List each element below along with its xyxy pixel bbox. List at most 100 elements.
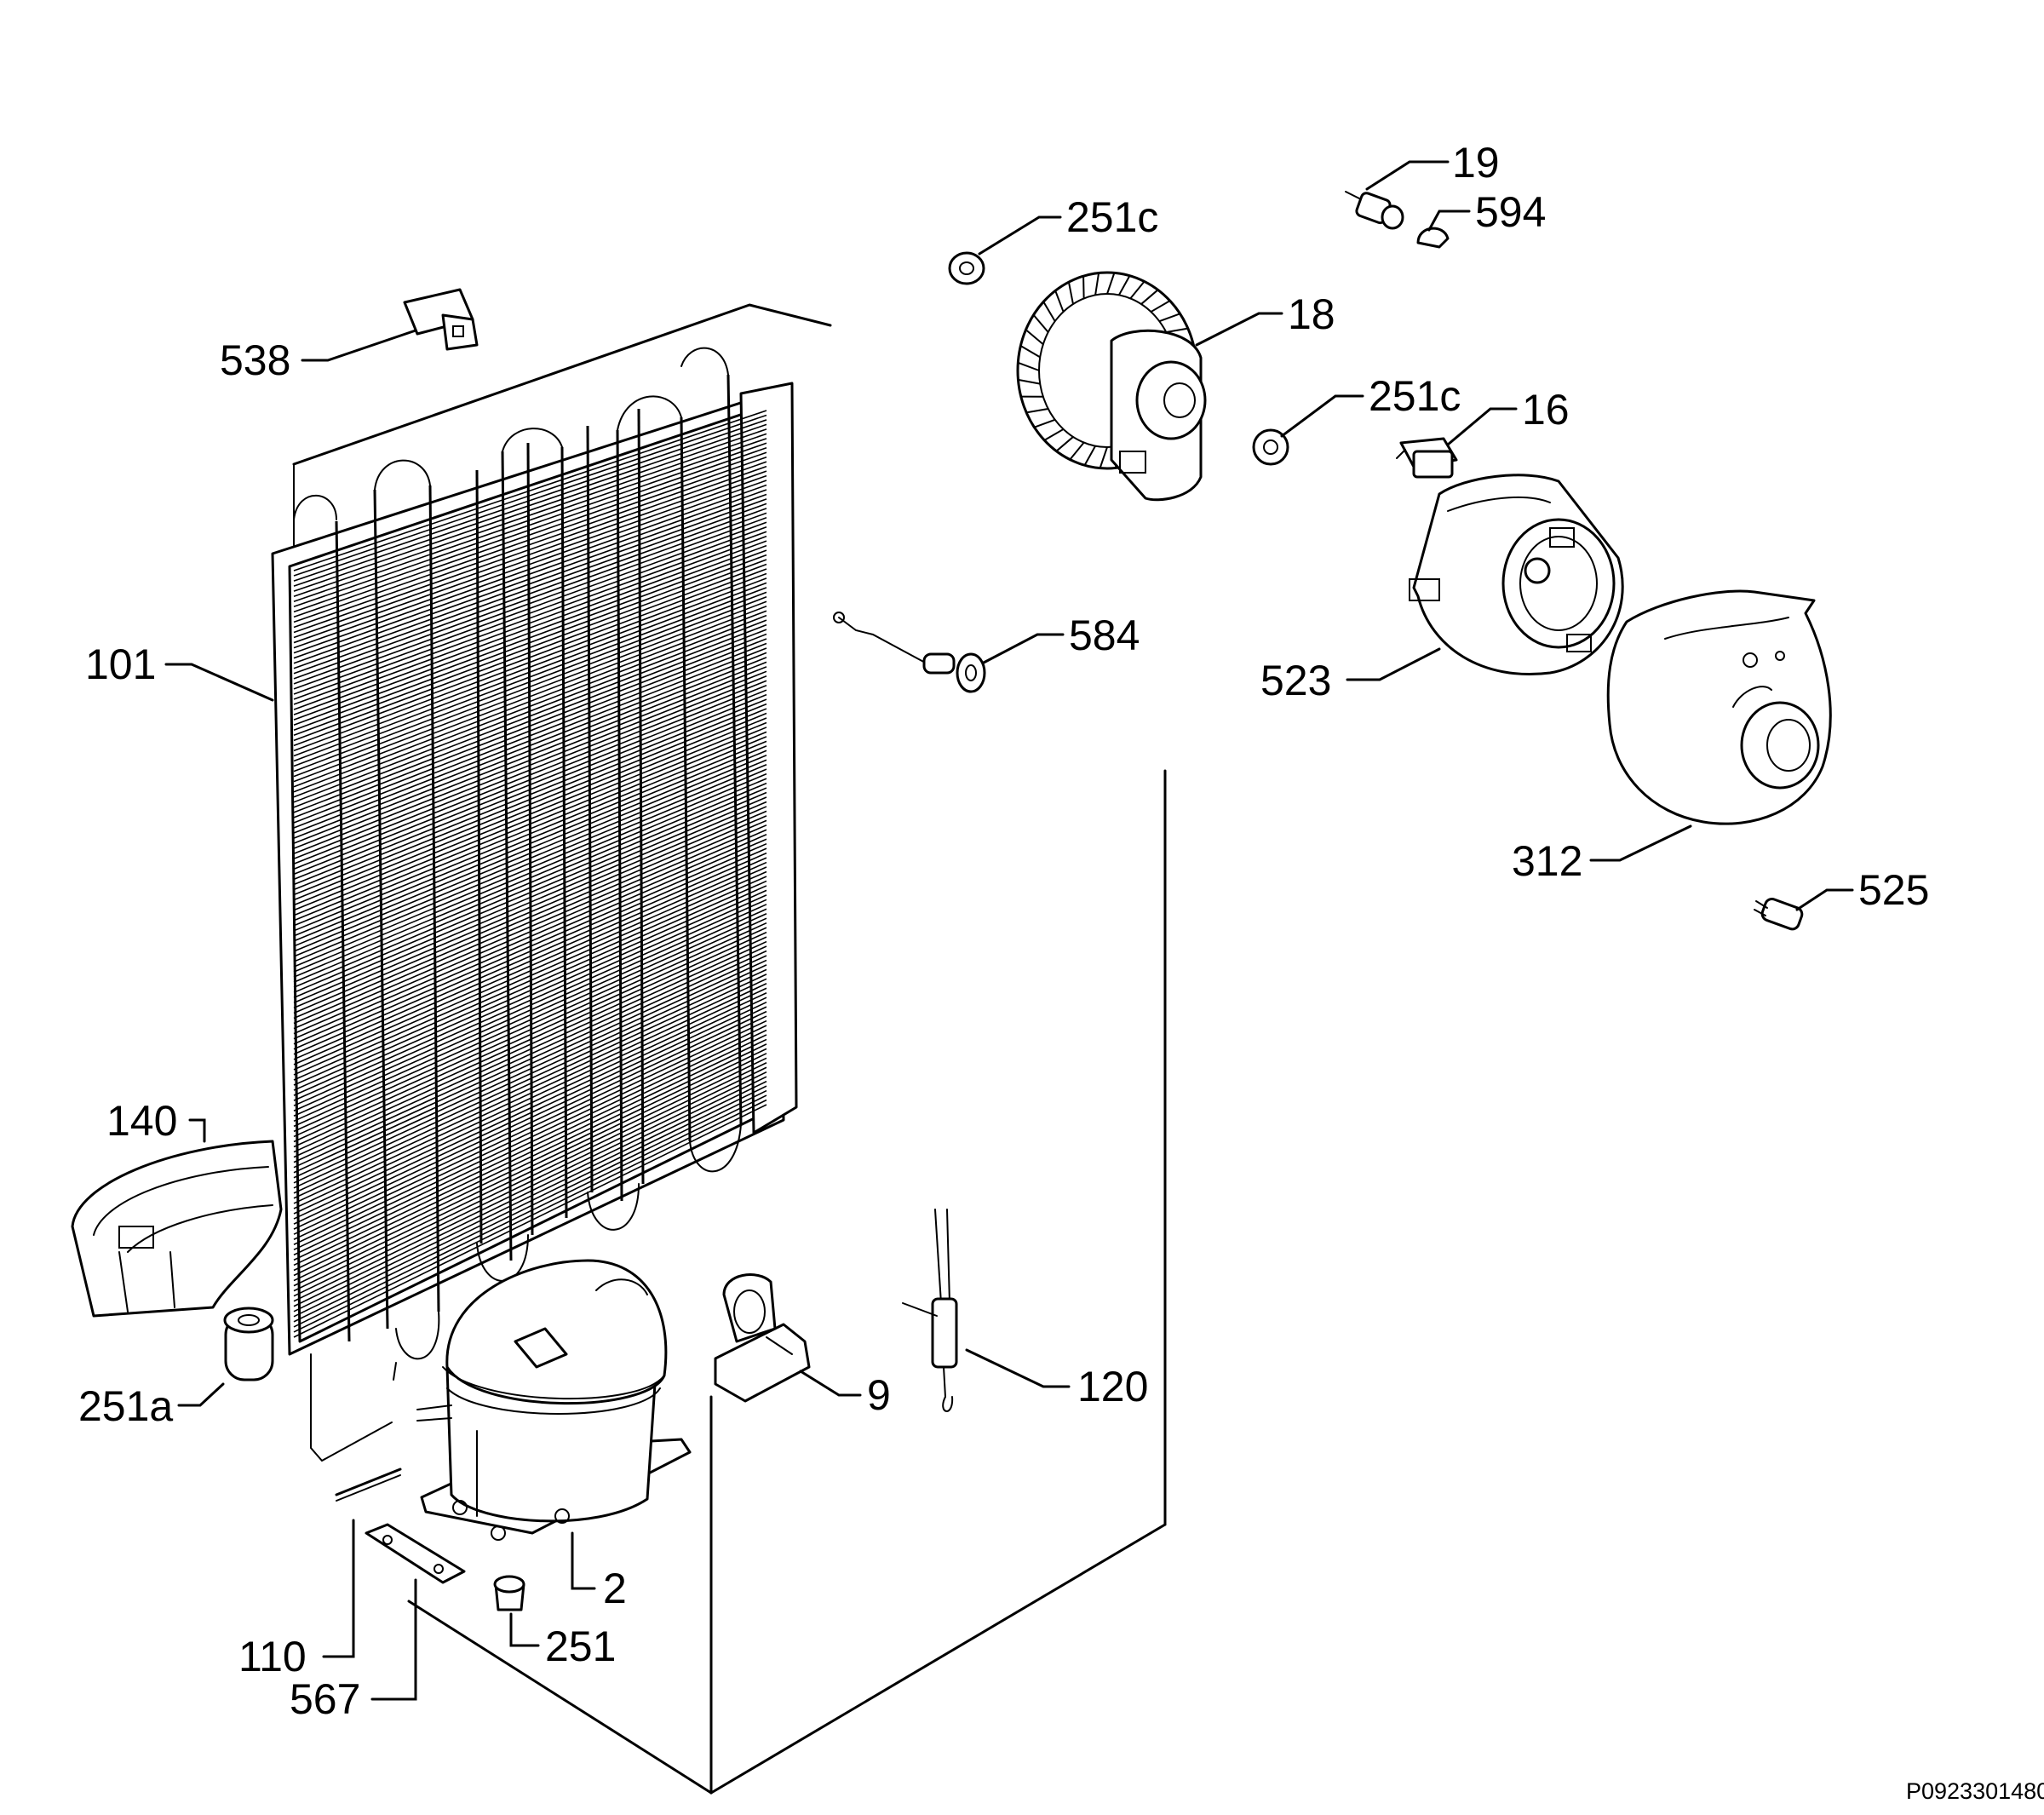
label-251c-mid: 251c	[1369, 372, 1461, 420]
condenser-fin	[293, 451, 767, 618]
condenser-fin	[293, 470, 767, 639]
condenser-tube	[475, 469, 483, 1244]
callout-labels: 19 594 251c 18 538 251c 16 584 523 101 3…	[78, 139, 2044, 1804]
condenser-fin	[293, 503, 767, 675]
fan-blade	[1150, 300, 1171, 313]
fan-blade	[1067, 281, 1074, 305]
lamp-holder-19	[1345, 191, 1404, 230]
switch-16	[1396, 437, 1458, 479]
label-110: 110	[238, 1633, 307, 1680]
fan-blade	[1043, 428, 1065, 441]
condenser-fin	[293, 1038, 767, 1266]
label-538: 538	[220, 336, 290, 384]
condenser-101	[271, 347, 798, 1462]
condenser-fin	[293, 512, 767, 685]
condenser-fin	[293, 442, 767, 608]
condenser-fin	[293, 1099, 767, 1333]
label-523: 523	[1260, 657, 1331, 704]
condenser-fin	[293, 1076, 767, 1307]
sensor-584	[833, 612, 986, 693]
label-525: 525	[1858, 866, 1929, 914]
condenser-fin	[293, 465, 767, 634]
fan-blade	[1025, 329, 1044, 345]
fan-blade	[1025, 408, 1048, 414]
relay-9	[714, 1273, 811, 1403]
condenser-fin	[293, 1089, 767, 1323]
fan-blade	[1017, 361, 1040, 371]
label-101: 101	[85, 640, 156, 688]
condenser-fin	[293, 493, 767, 664]
fan-blade	[1082, 276, 1085, 299]
condenser-fin	[293, 1085, 767, 1318]
condenser-fin	[293, 410, 767, 571]
condenser-fin	[293, 484, 767, 654]
drawing-code: P09233014805	[1906, 1778, 2044, 1804]
condenser-tube	[680, 416, 692, 1142]
fan-blade	[1158, 313, 1180, 323]
condenser-tube	[335, 520, 351, 1342]
label-567: 567	[290, 1675, 360, 1723]
condenser-fin	[293, 489, 767, 659]
condenser-fin	[293, 1048, 767, 1277]
condenser-tube	[616, 429, 623, 1202]
fan-blade	[1140, 289, 1159, 305]
condenser-tube	[586, 425, 594, 1193]
label-251a: 251a	[78, 1382, 173, 1430]
grommet-251	[493, 1575, 525, 1611]
fan-blade	[1166, 327, 1189, 333]
label-16: 16	[1522, 386, 1570, 434]
label-9: 9	[867, 1371, 891, 1419]
label-2: 2	[603, 1565, 627, 1612]
label-594: 594	[1475, 188, 1546, 236]
fan-blade	[1042, 301, 1056, 322]
condenser-tube	[501, 451, 513, 1261]
condenser-tube	[526, 442, 534, 1236]
condenser-fin	[293, 498, 767, 669]
fan-blade	[1106, 273, 1116, 295]
grommet-251a	[223, 1307, 274, 1381]
label-251c-top: 251c	[1066, 193, 1158, 241]
condenser-tube	[373, 489, 389, 1330]
clip-538	[403, 288, 479, 351]
fan-blade	[1018, 378, 1041, 385]
condenser-fin	[293, 1053, 767, 1282]
fan-blade	[1055, 436, 1074, 452]
bracket-567	[365, 1523, 466, 1584]
compressor-2	[416, 1259, 692, 1541]
fan-cover-312	[1606, 589, 1832, 825]
fan-blade	[1034, 418, 1056, 428]
grommet-251c-mid	[1252, 428, 1289, 466]
condenser-fin	[293, 461, 767, 629]
plug-525	[1754, 898, 1804, 931]
cabinet-outline	[292, 303, 1167, 1795]
condenser-fin	[293, 508, 767, 680]
condenser-fin	[293, 1104, 767, 1338]
fan-blade	[1019, 345, 1041, 359]
condenser-tube	[428, 485, 440, 1312]
fuse-120	[902, 1209, 958, 1412]
fan-blade	[1083, 445, 1096, 466]
condenser-fin	[293, 414, 767, 577]
condenser-tube	[637, 408, 645, 1185]
label-251: 251	[545, 1623, 616, 1670]
label-140: 140	[106, 1097, 177, 1145]
condenser-fin	[293, 1034, 767, 1261]
condenser-fin	[293, 438, 767, 602]
label-312: 312	[1512, 837, 1582, 885]
condenser-fin	[293, 1080, 767, 1312]
fan-blade	[1129, 280, 1145, 300]
condenser-fin	[293, 1071, 767, 1302]
fan-motor-18	[1016, 271, 1207, 502]
leader-lines	[164, 160, 1854, 1701]
condenser-fin	[293, 1062, 767, 1292]
fan-housing-523	[1409, 474, 1624, 675]
label-584: 584	[1069, 612, 1140, 659]
condenser-fin	[293, 1043, 767, 1272]
condenser-fin	[293, 474, 767, 644]
label-120: 120	[1077, 1363, 1148, 1410]
fan-blade	[1054, 290, 1065, 313]
fan-blade	[1099, 446, 1108, 468]
fan-blade	[1118, 275, 1131, 296]
condenser-tube	[560, 446, 568, 1219]
